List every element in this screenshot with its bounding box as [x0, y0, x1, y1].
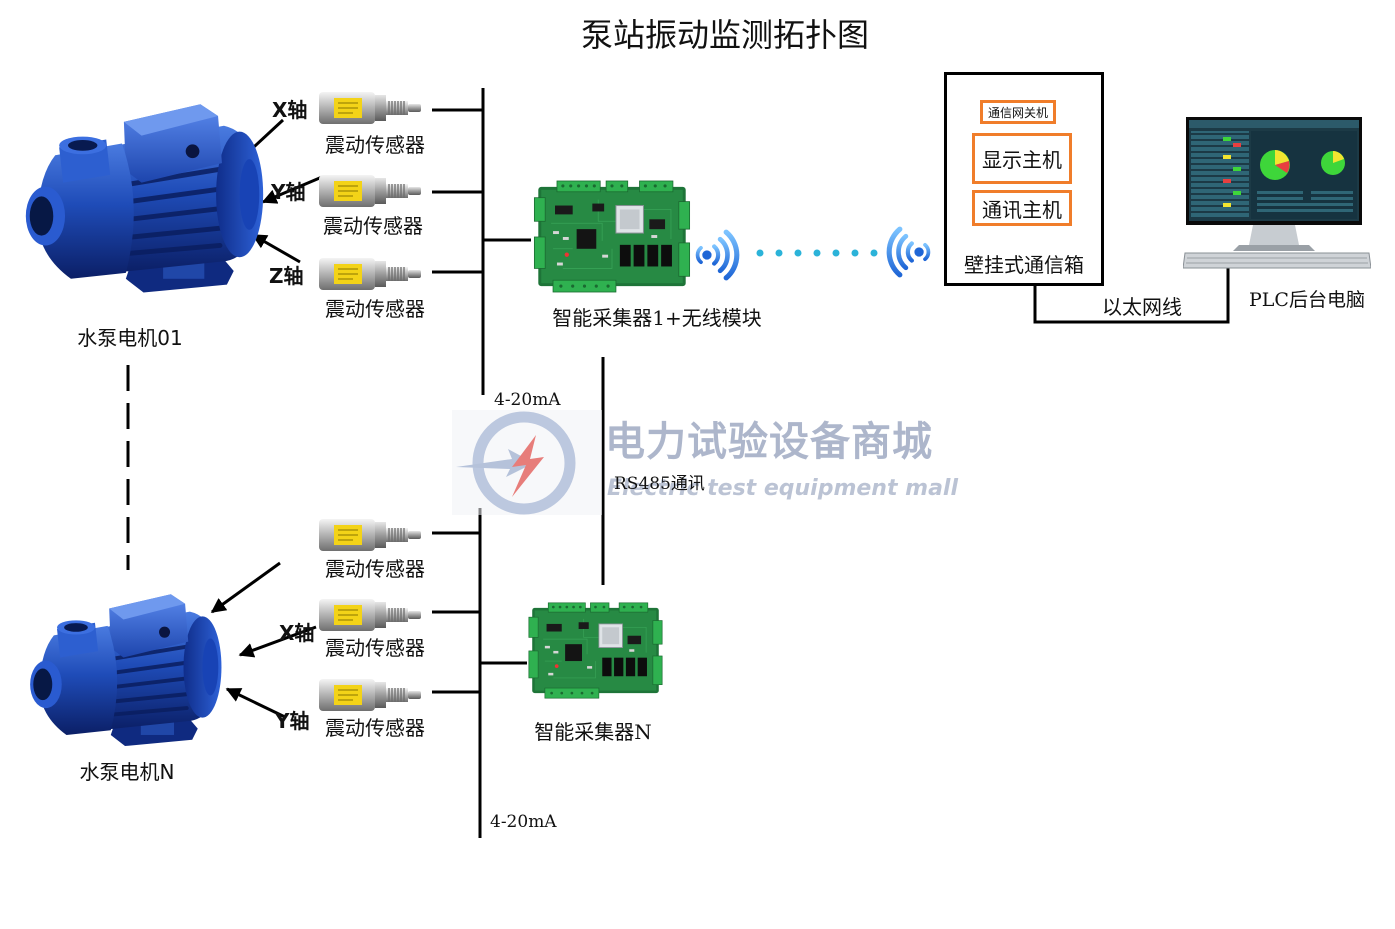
wireless-signal-icon — [878, 222, 934, 282]
sensor-label: 震动传感器 — [325, 133, 425, 157]
desktop-monitor-icon — [1183, 117, 1371, 270]
axis-arrow — [261, 175, 323, 204]
pump-01-label: 水泵电机01 — [77, 326, 183, 350]
pc-label: PLC后台电脑 — [1249, 289, 1365, 311]
comm-host-box: 通讯主机 — [972, 190, 1072, 226]
page-title: 泵站振动监测拓扑图 — [580, 16, 869, 54]
vibration-sensor-icon — [318, 517, 423, 553]
circuit-board-icon — [532, 180, 692, 293]
axis-arrow — [251, 233, 301, 264]
circuit-board-icon — [528, 598, 663, 703]
lightning-logo-icon — [456, 411, 576, 515]
axis-arrow — [210, 561, 281, 614]
collector-n-label: 智能采集器N — [534, 720, 652, 744]
axis-label-z: Z轴 — [269, 264, 304, 288]
vibration-sensor-icon — [318, 256, 423, 292]
axis-label-x: X轴 — [279, 621, 315, 645]
axis-label-y: Y轴 — [275, 709, 310, 733]
vibration-sensor-icon — [318, 597, 423, 633]
wireless-link-dots — [756, 249, 878, 257]
watermark-text-cn: 电力试验设备商城 — [605, 419, 933, 465]
gateway-box: 通信网关机 — [980, 100, 1056, 124]
sensor-label: 震动传感器 — [323, 214, 423, 238]
sensor-label: 震动传感器 — [325, 297, 425, 321]
axis-arrow — [225, 687, 286, 719]
display-host-label: 显示主机 — [982, 148, 1062, 172]
wireless-signal-icon — [692, 226, 748, 284]
axis-label-y: Y轴 — [271, 180, 306, 204]
pump-n-label: 水泵电机N — [79, 760, 175, 784]
vibration-sensor-icon — [318, 173, 423, 209]
vibration-sensor-icon — [318, 90, 423, 126]
water-pump-motor-icon — [16, 86, 271, 298]
rs485-label: RS485通讯 — [614, 474, 705, 494]
sensor-label: 震动传感器 — [325, 557, 425, 581]
axis-label-x: X轴 — [272, 98, 308, 122]
sensor-label: 震动传感器 — [325, 716, 425, 740]
analog-signal-label: 4-20mA — [494, 390, 561, 410]
display-host-box: 显示主机 — [972, 133, 1072, 184]
analog-signal-label: 4-20mA — [490, 812, 557, 832]
cabinet-label: 壁挂式通信箱 — [964, 253, 1084, 277]
collector-1-label: 智能采集器1+无线模块 — [552, 306, 762, 330]
ethernet-label: 以太网线 — [1102, 295, 1182, 319]
water-pump-motor-icon — [6, 580, 244, 750]
ethernet-line — [1033, 268, 1230, 324]
comm-host-label: 通讯主机 — [982, 197, 1062, 222]
sensor-label: 震动传感器 — [325, 636, 425, 660]
watermark-text-en: Electric test equipment mall — [607, 476, 959, 501]
axis-arrow — [238, 625, 317, 658]
gateway-label: 通信网关机 — [987, 105, 1048, 120]
vibration-sensor-icon — [318, 677, 423, 713]
